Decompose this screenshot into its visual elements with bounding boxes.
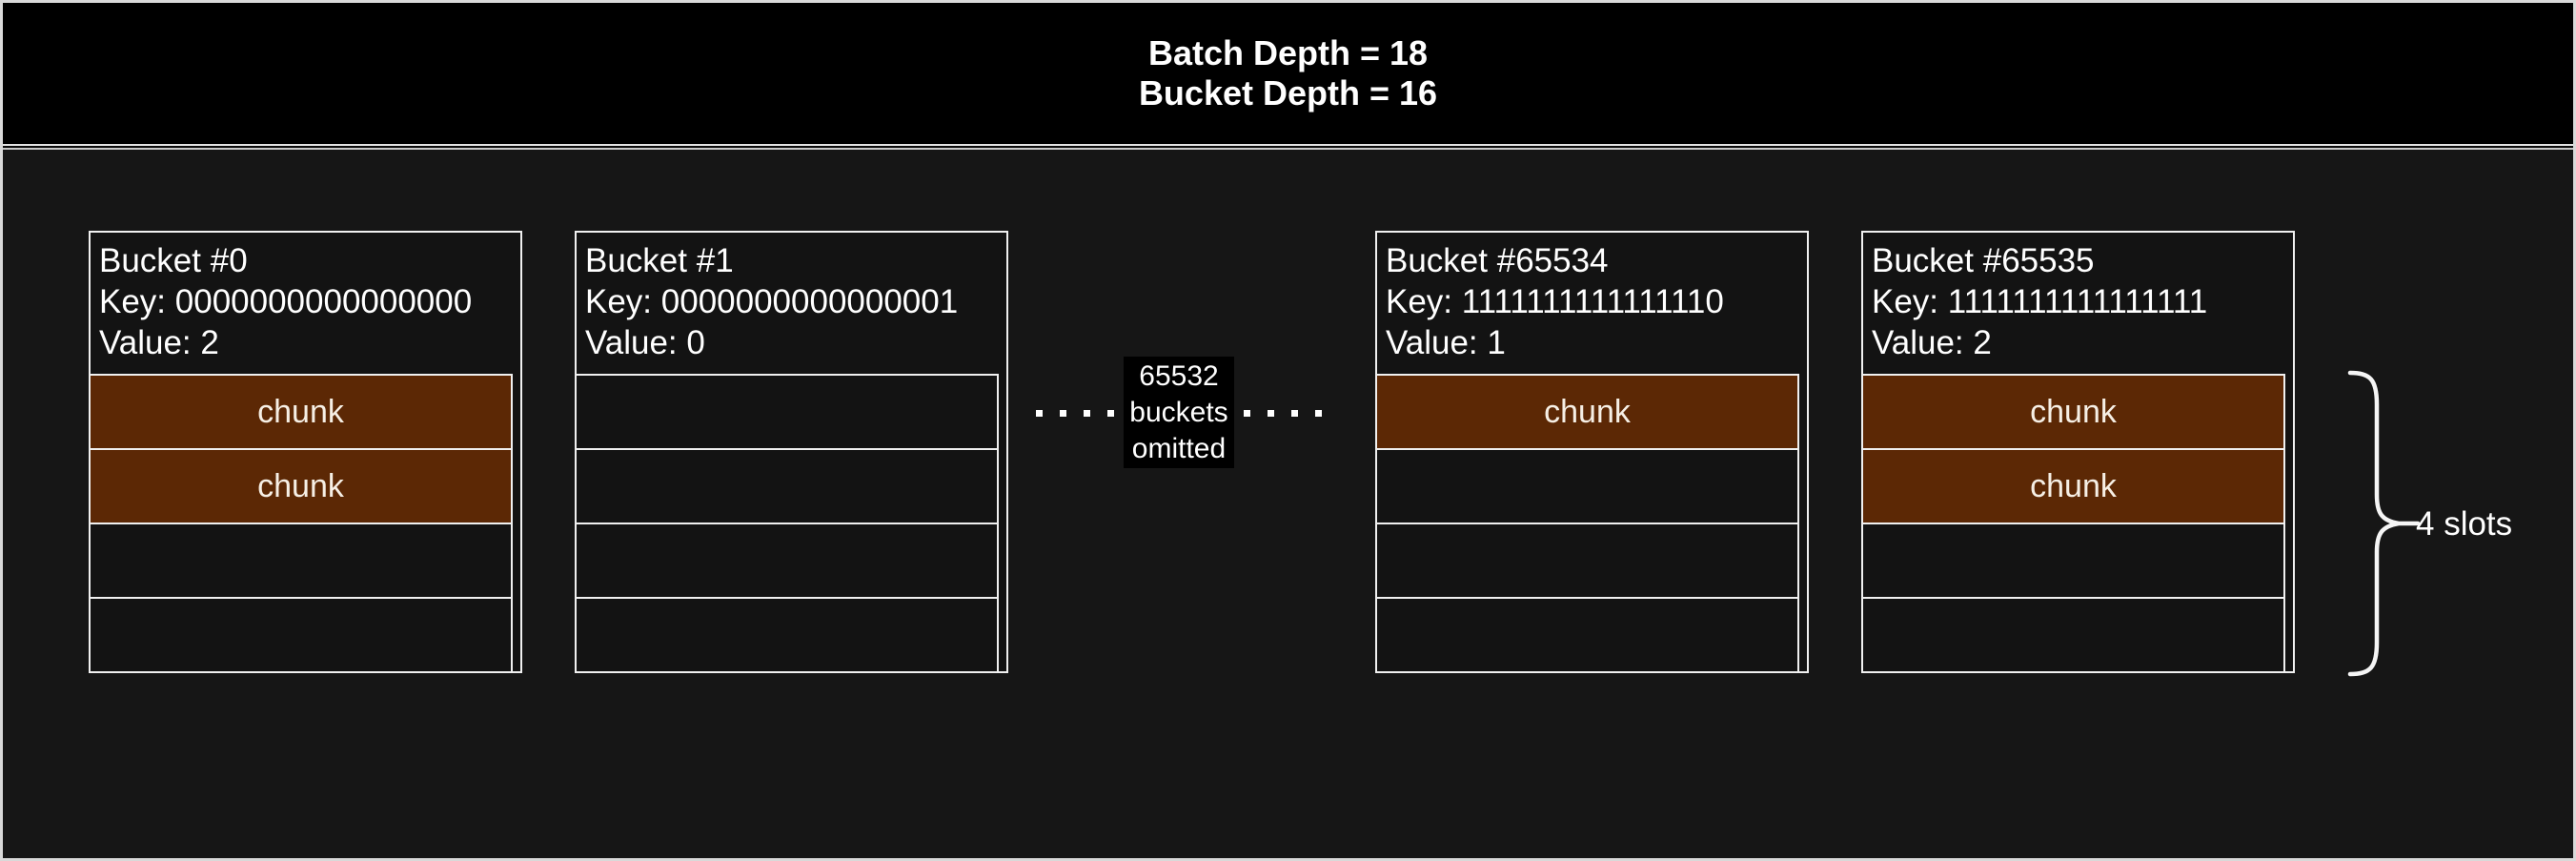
bucket-1: Bucket #1 Key: 0000000000000001 Value: 0: [575, 231, 1008, 673]
omitted-word-buckets: buckets: [1129, 396, 1228, 428]
bucket-0: Bucket #0 Key: 0000000000000000 Value: 2…: [89, 231, 522, 673]
bucket-1-header: Bucket #1 Key: 0000000000000001 Value: 0: [577, 233, 1006, 374]
bucket-key: Key: 0000000000000000: [99, 283, 473, 320]
bucket-slot: [1377, 523, 1799, 597]
bucket-65534-header: Bucket #65534 Key: 1111111111111110 Valu…: [1377, 233, 1807, 374]
bucket-slot: chunk: [91, 374, 513, 448]
bucket-value: Value: 1: [1386, 324, 1506, 361]
batch-depth-title: Batch Depth = 18: [1147, 33, 1429, 72]
bucket-slot: [1863, 523, 2285, 597]
bucket-title: Bucket #65534: [1386, 242, 1609, 279]
bucket-slot: [577, 523, 999, 597]
bucket-value: Value: 0: [585, 324, 705, 361]
slots-annotation: 4 slots: [2416, 505, 2513, 543]
title-bar: Batch Depth = 18 Bucket Depth = 16: [3, 3, 2573, 144]
bucket-slot: chunk: [91, 448, 513, 523]
bucket-value: Value: 2: [99, 324, 219, 361]
omitted-count: 65532: [1139, 359, 1219, 392]
omitted-word-omitted: omitted: [1131, 432, 1227, 464]
bucket-slot: [91, 523, 513, 597]
bucket-slot: [1377, 448, 1799, 523]
bucket-65535-header: Bucket #65535 Key: 1111111111111111 Valu…: [1863, 233, 2293, 374]
bucket-65534: Bucket #65534 Key: 1111111111111110 Valu…: [1375, 231, 1809, 673]
bucket-slot: [1863, 597, 2285, 671]
bucket-slot: [577, 597, 999, 671]
bucket-slot: chunk: [1863, 448, 2285, 523]
bucket-slot: [577, 448, 999, 523]
bucket-key: Key: 1111111111111111: [1872, 283, 2208, 320]
bucket-65535: Bucket #65535 Key: 1111111111111111 Valu…: [1861, 231, 2295, 673]
bucket-slot: [1377, 597, 1799, 671]
curly-brace-icon: [2347, 370, 2421, 677]
bucket-depth-title: Bucket Depth = 16: [1138, 73, 1438, 113]
title-divider: [3, 144, 2573, 150]
bucket-value: Value: 2: [1872, 324, 1992, 361]
bucket-0-header: Bucket #0 Key: 0000000000000000 Value: 2: [91, 233, 520, 374]
buckets-omitted-label: 65532 buckets omitted: [1124, 357, 1234, 468]
bucket-slot: [91, 597, 513, 671]
bucket-title: Bucket #0: [99, 242, 248, 279]
bucket-key: Key: 1111111111111110: [1386, 283, 1724, 320]
ellipsis-dots-left: [1036, 410, 1114, 417]
bucket-key: Key: 0000000000000001: [585, 283, 959, 320]
bucket-title: Bucket #65535: [1872, 242, 2095, 279]
bucket-slot: [577, 374, 999, 448]
bucket-title: Bucket #1: [585, 242, 734, 279]
bucket-slot: chunk: [1863, 374, 2285, 448]
bucket-slot: chunk: [1377, 374, 1799, 448]
ellipsis-dots-right: [1244, 410, 1322, 417]
